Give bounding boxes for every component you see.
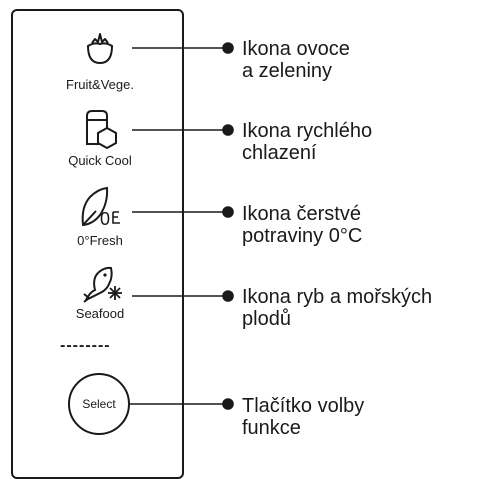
callout-fruit-vegetable-line2: a zeleniny (242, 60, 333, 82)
callout-zero-fresh-line2: potraviny 0°C (242, 225, 363, 247)
quick-cool-label: Quick Cool (68, 153, 132, 168)
leader-dot-select (222, 398, 234, 410)
fruit-vegetable-label: Fruit&Vege. (66, 77, 134, 92)
callout-quick-cool-line1: Ikona rychlého (242, 120, 373, 142)
callout-quick-cool-line2: chlazení (242, 142, 317, 164)
callout-seafood: Ikona ryb a mořských plodů (242, 286, 432, 330)
zero-degree-fresh-label: 0°Fresh (77, 233, 123, 248)
callout-zero-fresh-line1: Ikona čerstvé (242, 203, 361, 225)
fruit-vegetable-icon (86, 33, 114, 65)
leader-dot-fruit (222, 42, 234, 54)
callout-leader-lines (130, 42, 234, 410)
callout-seafood-line2: plodů (242, 308, 291, 330)
leader-dot-fresh (222, 206, 234, 218)
callout-fruit-vegetable: Ikona ovoce a zeleniny (242, 38, 350, 82)
callout-zero-fresh: Ikona čerstvé potraviny 0°C (242, 203, 362, 247)
seafood-label: Seafood (75, 306, 125, 321)
callout-select-button-line1: Tlačítko volby (242, 395, 365, 417)
callout-seafood-line1: Ikona ryb a mořských (242, 286, 433, 308)
select-button-label: Select (82, 397, 116, 411)
callout-select-button: Tlačítko volby funkce (242, 395, 364, 439)
callout-select-button-line2: funkce (242, 417, 301, 439)
leader-dot-seafood (222, 290, 234, 302)
more-items-separator: -------- (60, 337, 111, 354)
callout-fruit-vegetable-line1: Ikona ovoce (242, 38, 350, 60)
select-button[interactable]: Select (68, 373, 130, 435)
leader-dot-quickcool (222, 124, 234, 136)
callout-quick-cool: Ikona rychlého chlazení (242, 120, 372, 164)
seafood-icon (83, 266, 122, 303)
zero-degree-fresh-icon: 0 (81, 186, 120, 229)
quick-cool-icon (86, 110, 117, 150)
svg-text:0: 0 (100, 209, 110, 229)
